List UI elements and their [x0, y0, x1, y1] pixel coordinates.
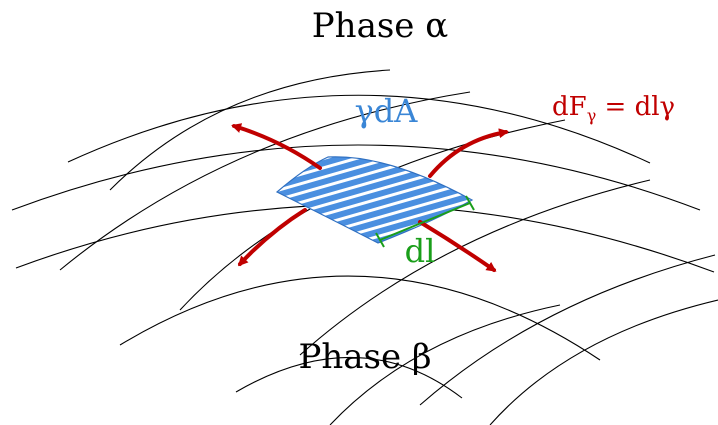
interface-grid-meridians: [59, 69, 718, 425]
force-equation-rhs: = dlγ: [596, 92, 675, 122]
grid-arc-1: [67, 94, 651, 164]
force-equation-label: dFγ = dlγ: [552, 92, 675, 125]
force-arrow-up-right: [428, 128, 509, 178]
force-arrow-up-left: [231, 123, 322, 170]
length-marker: [375, 195, 475, 248]
grid-arc-4: [119, 275, 601, 361]
force-arrow-down-right: [418, 220, 497, 272]
area-term-label: γdA: [355, 92, 419, 130]
grid-arc-2: [11, 144, 701, 211]
phase-beta-label: Phase β: [298, 337, 431, 377]
length-term-label: dl: [405, 232, 436, 270]
grid-arc-5: [235, 356, 463, 399]
force-equation-lhs: dF: [552, 92, 587, 122]
grid-meridian-6: [489, 299, 718, 425]
force-equation-subscript: γ: [587, 106, 597, 125]
grid-meridian-5: [419, 254, 716, 406]
surface-patch-dA: [275, 156, 474, 244]
grid-meridian-7: [329, 304, 561, 425]
force-arrow-down-left: [237, 208, 307, 267]
phase-alpha-label: Phase α: [312, 6, 448, 46]
grid-meridian-2: [59, 91, 471, 271]
force-arrows: [231, 123, 509, 272]
grid-meridian-1: [109, 69, 391, 191]
grid-meridian-4: [299, 179, 651, 356]
